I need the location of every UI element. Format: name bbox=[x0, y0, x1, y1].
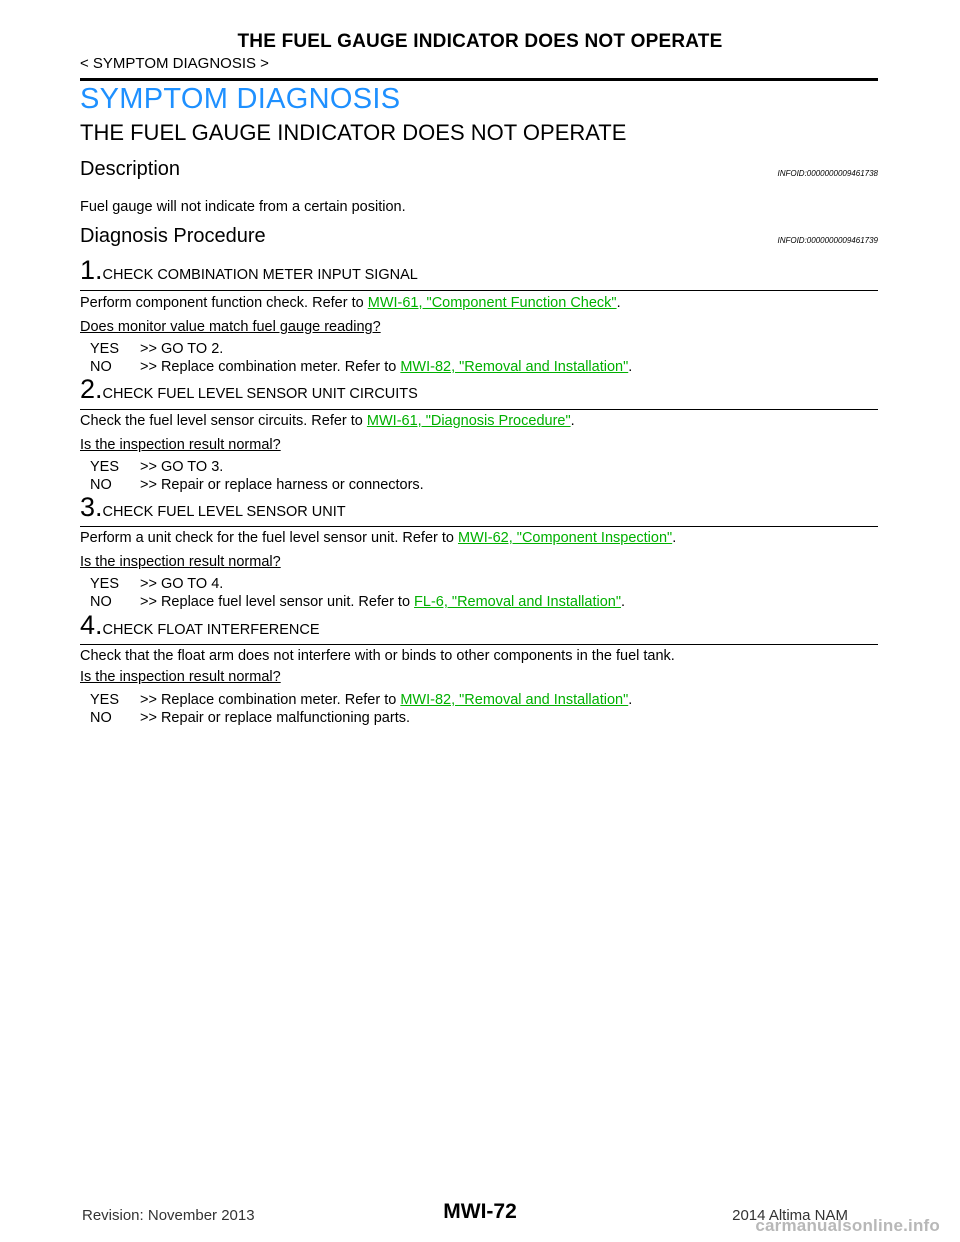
step-3-instruction: Perform a unit check for the fuel level … bbox=[80, 530, 676, 546]
no-text-end: . bbox=[628, 359, 633, 375]
yes-text: >> GO TO 4. bbox=[140, 576, 224, 592]
step-number: 4. bbox=[80, 610, 103, 640]
step-1-question: Does monitor value match fuel gauge read… bbox=[80, 319, 381, 335]
yes-text: >> Replace combination meter. Refer to bbox=[140, 692, 401, 708]
link-mwi-61-diagnosis-procedure[interactable]: MWI-61, "Diagnosis Procedure" bbox=[366, 413, 571, 429]
yes-text: >> GO TO 2. bbox=[140, 341, 224, 357]
no-text: >> Replace fuel level sensor unit. Refer… bbox=[140, 594, 415, 610]
step-1-instruction: Perform component function check. Refer … bbox=[80, 295, 621, 311]
step-number: 1. bbox=[80, 255, 103, 285]
instruction-text: Perform component function check. Refer … bbox=[80, 295, 368, 311]
step-number: 3. bbox=[80, 492, 103, 522]
step-2-yes: YES >> GO TO 3. bbox=[90, 459, 223, 475]
watermark: carmanualsonline.info bbox=[755, 1216, 940, 1235]
step-4-no: NO >> Repair or replace malfunctioning pa… bbox=[90, 710, 410, 726]
step-3-heading: 3.CHECK FUEL LEVEL SENSOR UNIT bbox=[80, 492, 878, 523]
yes-text-end: . bbox=[628, 692, 633, 708]
step-title: CHECK FUEL LEVEL SENSOR UNIT CIRCUITS bbox=[102, 386, 418, 402]
no-key: NO bbox=[90, 710, 112, 726]
breadcrumb: < SYMPTOM DIAGNOSIS > bbox=[80, 55, 269, 72]
link-mwi-82-removal-and-installation[interactable]: MWI-82, "Removal and Installation" bbox=[400, 692, 629, 708]
link-mwi-62-component-inspection[interactable]: MWI-62, "Component Inspection" bbox=[457, 530, 673, 546]
instruction-end: . bbox=[616, 295, 621, 311]
step-4-question: Is the inspection result normal? bbox=[80, 669, 281, 685]
step-rule bbox=[80, 409, 878, 410]
main-heading: THE FUEL GAUGE INDICATOR DOES NOT OPERAT… bbox=[80, 120, 627, 145]
step-4-instruction: Check that the float arm does not interf… bbox=[80, 648, 675, 664]
link-mwi-82-removal-and-installation[interactable]: MWI-82, "Removal and Installation" bbox=[400, 359, 629, 375]
step-title: CHECK FUEL LEVEL SENSOR UNIT bbox=[102, 504, 346, 520]
step-2-heading: 2.CHECK FUEL LEVEL SENSOR UNIT CIRCUITS bbox=[80, 374, 878, 405]
description-infoid: INFOID:0000000009461738 bbox=[777, 169, 878, 178]
step-4-heading: 4.CHECK FLOAT INTERFERENCE bbox=[80, 610, 878, 641]
page-header-title: THE FUEL GAUGE INDICATOR DOES NOT OPERAT… bbox=[237, 31, 723, 52]
step-1-yes: YES >> GO TO 2. bbox=[90, 341, 223, 357]
section-heading: SYMPTOM DIAGNOSIS bbox=[80, 83, 401, 115]
step-4-yes: YES >> Replace combination meter. Refer t… bbox=[90, 692, 632, 708]
procedure-infoid: INFOID:0000000009461739 bbox=[777, 236, 878, 245]
step-rule bbox=[80, 644, 878, 645]
no-key: NO bbox=[90, 359, 112, 375]
yes-key: YES bbox=[90, 341, 120, 357]
instruction-text: Perform a unit check for the fuel level … bbox=[80, 530, 458, 546]
no-text: >> Repair or replace malfunctioning part… bbox=[140, 710, 411, 726]
step-title: CHECK FLOAT INTERFERENCE bbox=[102, 622, 320, 638]
step-number: 2. bbox=[80, 374, 103, 404]
link-fl-6-removal-and-installation[interactable]: FL-6, "Removal and Installation" bbox=[414, 594, 621, 610]
link-mwi-61-component-function-check[interactable]: MWI-61, "Component Function Check" bbox=[367, 295, 617, 311]
footer-model: 2014 Altima NAM bbox=[732, 1207, 848, 1224]
no-text: >> Repair or replace harness or connecto… bbox=[140, 477, 424, 493]
yes-key: YES bbox=[90, 576, 120, 592]
no-text-end: . bbox=[621, 594, 626, 610]
yes-key: YES bbox=[90, 692, 120, 708]
instruction-end: . bbox=[570, 413, 575, 429]
instruction-end: . bbox=[672, 530, 677, 546]
no-text: >> Replace combination meter. Refer to bbox=[140, 359, 401, 375]
description-text: Fuel gauge will not indicate from a cert… bbox=[80, 199, 406, 215]
no-key: NO bbox=[90, 594, 112, 610]
step-1-no: NO >> Replace combination meter. Refer to… bbox=[90, 359, 632, 375]
yes-text: >> GO TO 3. bbox=[140, 459, 224, 475]
step-3-yes: YES >> GO TO 4. bbox=[90, 576, 223, 592]
procedure-heading: Diagnosis Procedure bbox=[80, 225, 266, 247]
step-2-question: Is the inspection result normal? bbox=[80, 437, 281, 453]
instruction-text: Check the fuel level sensor circuits. Re… bbox=[80, 413, 367, 429]
description-heading: Description bbox=[80, 158, 181, 180]
no-key: NO bbox=[90, 477, 112, 493]
footer-revision: Revision: November 2013 bbox=[82, 1207, 255, 1224]
step-title: CHECK COMBINATION METER INPUT SIGNAL bbox=[102, 267, 418, 283]
step-3-no: NO >> Replace fuel level sensor unit. Ref… bbox=[90, 594, 625, 610]
header-rule bbox=[80, 78, 878, 81]
step-1-heading: 1.CHECK COMBINATION METER INPUT SIGNAL bbox=[80, 255, 878, 286]
step-2-instruction: Check the fuel level sensor circuits. Re… bbox=[80, 413, 575, 429]
footer-page-number: MWI-72 bbox=[443, 1200, 517, 1223]
yes-key: YES bbox=[90, 459, 120, 475]
step-rule bbox=[80, 526, 878, 527]
step-3-question: Is the inspection result normal? bbox=[80, 554, 281, 570]
step-rule bbox=[80, 290, 878, 291]
step-2-no: NO >> Repair or replace harness or connec… bbox=[90, 477, 424, 493]
